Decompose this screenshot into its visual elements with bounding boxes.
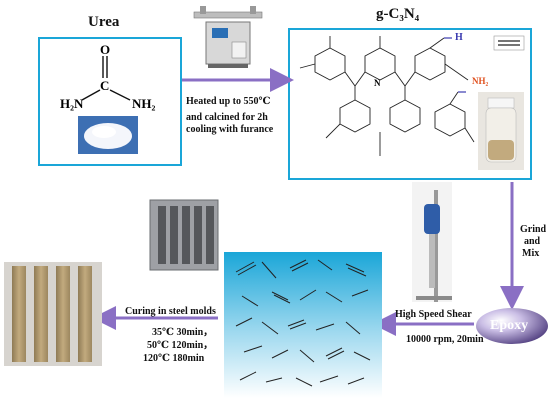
urea-atom-o: O	[100, 42, 111, 57]
grind-label-3: Mix	[522, 248, 540, 259]
sample-bottle-photo	[478, 92, 524, 170]
homogenizer-image	[412, 182, 452, 302]
urea-amine-left: H₂N	[60, 96, 84, 111]
gcn-title: g-C₃N₄	[376, 6, 420, 22]
urea-title: Urea	[88, 14, 120, 30]
curing-line-3: 120℃ 180min	[143, 353, 205, 364]
cured-specimens-photo	[4, 262, 102, 366]
shear-label-1: High Speed Shear	[395, 309, 472, 320]
steel-mold-image	[149, 199, 219, 271]
gcn-amine-label: NH₂	[472, 76, 489, 86]
heat-label-3: cooling with furance	[186, 124, 274, 135]
curing-line-1: 35℃ 30min，	[152, 327, 214, 338]
urea-powder-photo	[78, 116, 138, 154]
urea-amine-right: NH₂	[132, 96, 156, 111]
dispersion-panel	[224, 252, 382, 398]
tube-furnace-image	[193, 6, 263, 68]
heat-label-1: Heated up to 550℃	[186, 96, 271, 107]
gcn-functional-groups	[444, 37, 466, 93]
gcn-structure	[299, 36, 475, 156]
gcn-nitrogen-label: N	[374, 78, 381, 88]
gcn-legend-lines	[493, 35, 525, 51]
urea-structure	[81, 56, 131, 101]
urea-atom-c: C	[100, 78, 110, 93]
gcn-hydrogen-label: H	[455, 32, 463, 43]
epoxy-label: Epoxy	[490, 318, 529, 333]
grind-label-2: and	[524, 236, 541, 247]
shear-label-2: 10000 rpm, 20min	[406, 334, 484, 345]
epoxy-sphere	[476, 308, 548, 344]
grind-label-1: Grind	[520, 224, 547, 235]
urea-panel	[38, 37, 182, 166]
heat-label-2: and calcined for 2h	[186, 112, 268, 123]
curing-line-2: 50℃ 120min，	[147, 340, 214, 351]
curing-title: Curing in steel molds	[125, 306, 216, 317]
